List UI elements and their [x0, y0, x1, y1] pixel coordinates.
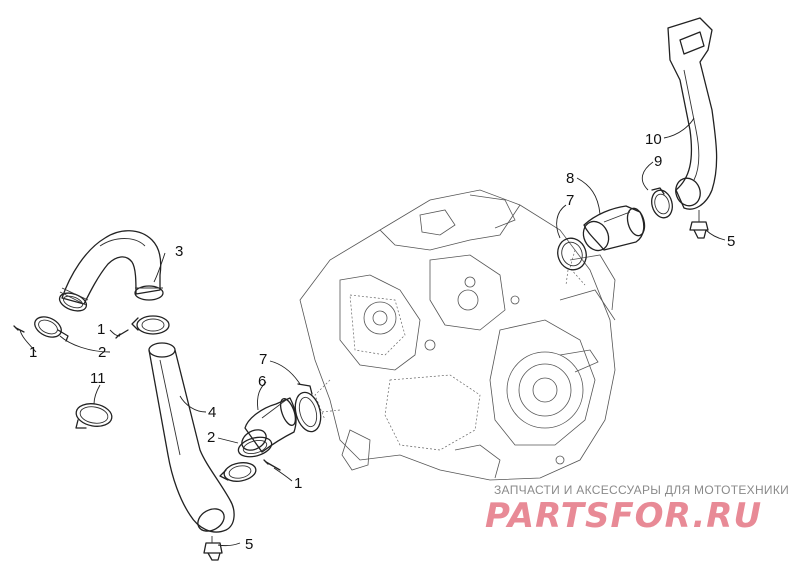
callout-1-low: 1 — [294, 475, 302, 492]
dash-link-mid — [321, 409, 341, 413]
callout-1-left: 1 — [29, 344, 37, 361]
callout-7-mid: 7 — [259, 351, 267, 368]
callout-1-mid: 1 — [97, 321, 105, 338]
part-7-clamp-mid — [294, 383, 322, 433]
part-4-tube — [148, 342, 235, 533]
callout-3: 3 — [175, 243, 183, 260]
part-11-band-clamp — [75, 403, 113, 429]
part-7-clamp-right — [557, 237, 587, 271]
part-1-screw-mid — [115, 329, 129, 339]
watermark: ЗАПЧАСТИ И АКСЕССУАРЫ ДЛЯ МОТОТЕХНИКИ PA… — [485, 483, 789, 536]
engine-block — [299, 189, 616, 481]
callout-11: 11 — [90, 370, 106, 387]
part-2-clamp-left — [34, 316, 69, 342]
callout-6: 6 — [258, 373, 266, 390]
dash-link-right — [565, 269, 569, 286]
part-1-screw-low — [263, 459, 281, 471]
callout-9: 9 — [654, 153, 662, 170]
leader-lines — [19, 117, 726, 547]
part-10-air-duct — [667, 17, 718, 210]
callout-2-low: 2 — [207, 429, 215, 446]
part-5-fitting-right — [689, 210, 709, 239]
part-2-clamp-low-b — [219, 462, 257, 482]
callout-5-low: 5 — [245, 536, 253, 553]
callout-4: 4 — [208, 404, 216, 421]
watermark-tagline: ЗАПЧАСТИ И АКСЕССУАРЫ ДЛЯ МОТОТЕХНИКИ — [494, 483, 789, 497]
part-2-clamp-mid — [131, 315, 170, 335]
callout-numbers: 1 2 1 3 11 4 2 1 5 7 6 7 8 9 10 5 — [29, 131, 735, 553]
part-5-fitting-low — [203, 536, 223, 561]
part-6-elbow-boot — [241, 397, 297, 453]
watermark-brand-logo: PARTSFOR.RU — [485, 496, 762, 536]
callout-7-right: 7 — [566, 192, 574, 209]
callout-8: 8 — [566, 170, 574, 187]
part-8-elbow-boot — [582, 205, 646, 252]
callout-2-left: 2 — [98, 344, 106, 361]
part-1-screw-left — [13, 325, 25, 333]
part-3-intake-hose — [58, 230, 164, 312]
callout-5-right: 5 — [727, 233, 735, 250]
part-9-clamp — [651, 187, 673, 219]
callout-10: 10 — [645, 131, 662, 148]
